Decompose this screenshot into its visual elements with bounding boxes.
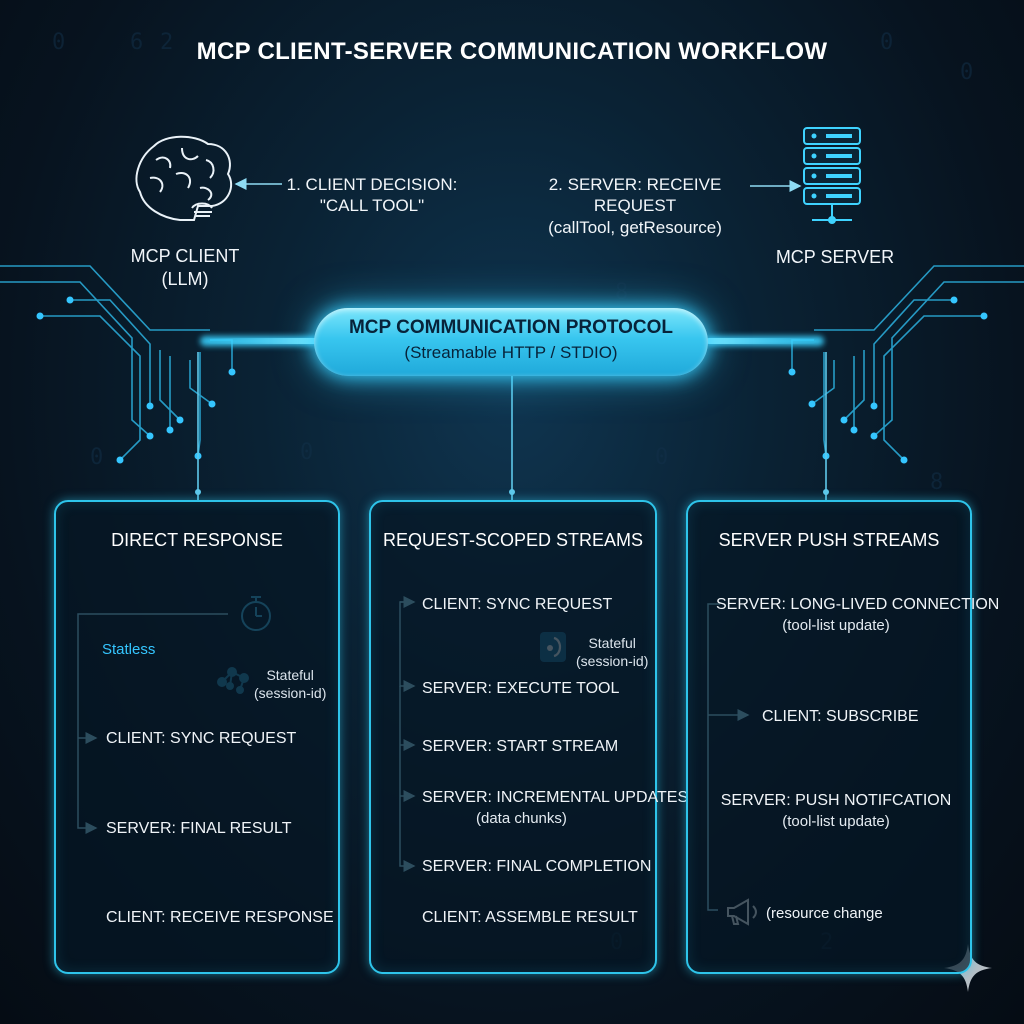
protocol-name: MCP COMMUNICATION PROTOCOL (348, 317, 674, 338)
protocol-transport: (Streamable HTTP / STDIO) (404, 343, 618, 362)
sp-tool-list-update-text-2: (tool-list update) (782, 812, 890, 830)
sp-step-subscribe: CLIENT: SUBSCRIBE (762, 708, 919, 725)
direct-response-panel: DIRECT RESPONSE Statless Stateful (sessi… (54, 500, 340, 974)
client-decision-label: 1. CLIENT DECISION: "CALL TOOL" (272, 174, 472, 217)
direct-step-final-result: SERVER: FINAL RESULT (106, 820, 292, 837)
client-decision-line1: 1. CLIENT DECISION: (286, 175, 458, 194)
sp-step-long-lived-connection: SERVER: LONG-LIVED CONNECTION (tool-list… (716, 595, 1000, 635)
client-name: MCP CLIENT (130, 246, 240, 266)
direct-response-title: DIRECT RESPONSE (111, 530, 283, 550)
stateful-text: Stateful (266, 667, 314, 683)
page-title: MCP CLIENT-SERVER COMMUNICATION WORKFLOW (196, 38, 828, 65)
client-decision-line2: "CALL TOOL" (319, 196, 425, 216)
session-id-text: (session-id) (254, 685, 327, 702)
server-receive-line2: (callTool, getResource) (548, 217, 722, 237)
sp-push-notification-text: SERVER: PUSH NOTIFCATION (720, 792, 952, 809)
rs-incremental-text: SERVER: INCREMENTAL UPDATES (422, 789, 689, 806)
rs-step-assemble-result: CLIENT: ASSEMBLE RESULT (422, 909, 638, 926)
request-scoped-panel: REQUEST-SCOPED STREAMS CLIENT: SYNC REQU… (369, 500, 688, 974)
protocol-pill: MCP COMMUNICATION PROTOCOL (Streamable H… (314, 308, 708, 376)
direct-step-receive-response: CLIENT: RECEIVE RESPONSE (106, 909, 334, 926)
sp-tool-list-update-text: (tool-list update) (782, 616, 890, 634)
brain-icon (135, 135, 233, 221)
rs-data-chunks-text: (data chunks) (476, 809, 567, 827)
rs-stateful-text: Stateful (588, 635, 636, 651)
server-receive-line1: 2. SERVER: RECEIVE REQUEST (548, 175, 722, 216)
stateful-label: Stateful (session-id) (254, 666, 326, 702)
sp-resource-change: (resource change (766, 905, 883, 922)
stateless-label: Statless (102, 641, 156, 658)
server-name: MCP SERVER (775, 247, 895, 267)
server-receive-label: 2. SERVER: RECEIVE REQUEST (callTool, ge… (510, 174, 760, 238)
rs-step-execute-tool: SERVER: EXECUTE TOOL (422, 680, 620, 697)
client-subtitle: (LLM) (161, 269, 209, 290)
rs-step-start-stream: SERVER: START STREAM (422, 738, 619, 755)
rs-step-sync-request: CLIENT: SYNC REQUEST (422, 596, 613, 613)
request-scoped-title: REQUEST-SCOPED STREAMS (382, 530, 644, 550)
direct-step-sync-request: CLIENT: SYNC REQUEST (106, 730, 297, 747)
rs-step-final-completion: SERVER: FINAL COMPLETION (422, 858, 652, 875)
rs-stateful-label: Stateful (session-id) (576, 634, 648, 670)
server-push-panel: SERVER PUSH STREAMS SERVER: LONG-LIVED C… (686, 500, 1000, 974)
sp-long-lived-text: SERVER: LONG-LIVED CONNECTION (716, 596, 1000, 613)
sp-step-push-notification: SERVER: PUSH NOTIFCATION (tool-list upda… (716, 791, 956, 831)
client-node-label: MCP CLIENT (LLM) (110, 245, 260, 292)
server-icon (803, 127, 861, 224)
rs-step-incremental-updates: SERVER: INCREMENTAL UPDATES (data chunks… (422, 788, 688, 828)
server-push-title: SERVER PUSH STREAMS (718, 530, 940, 550)
rs-session-id-text: (session-id) (576, 653, 649, 670)
